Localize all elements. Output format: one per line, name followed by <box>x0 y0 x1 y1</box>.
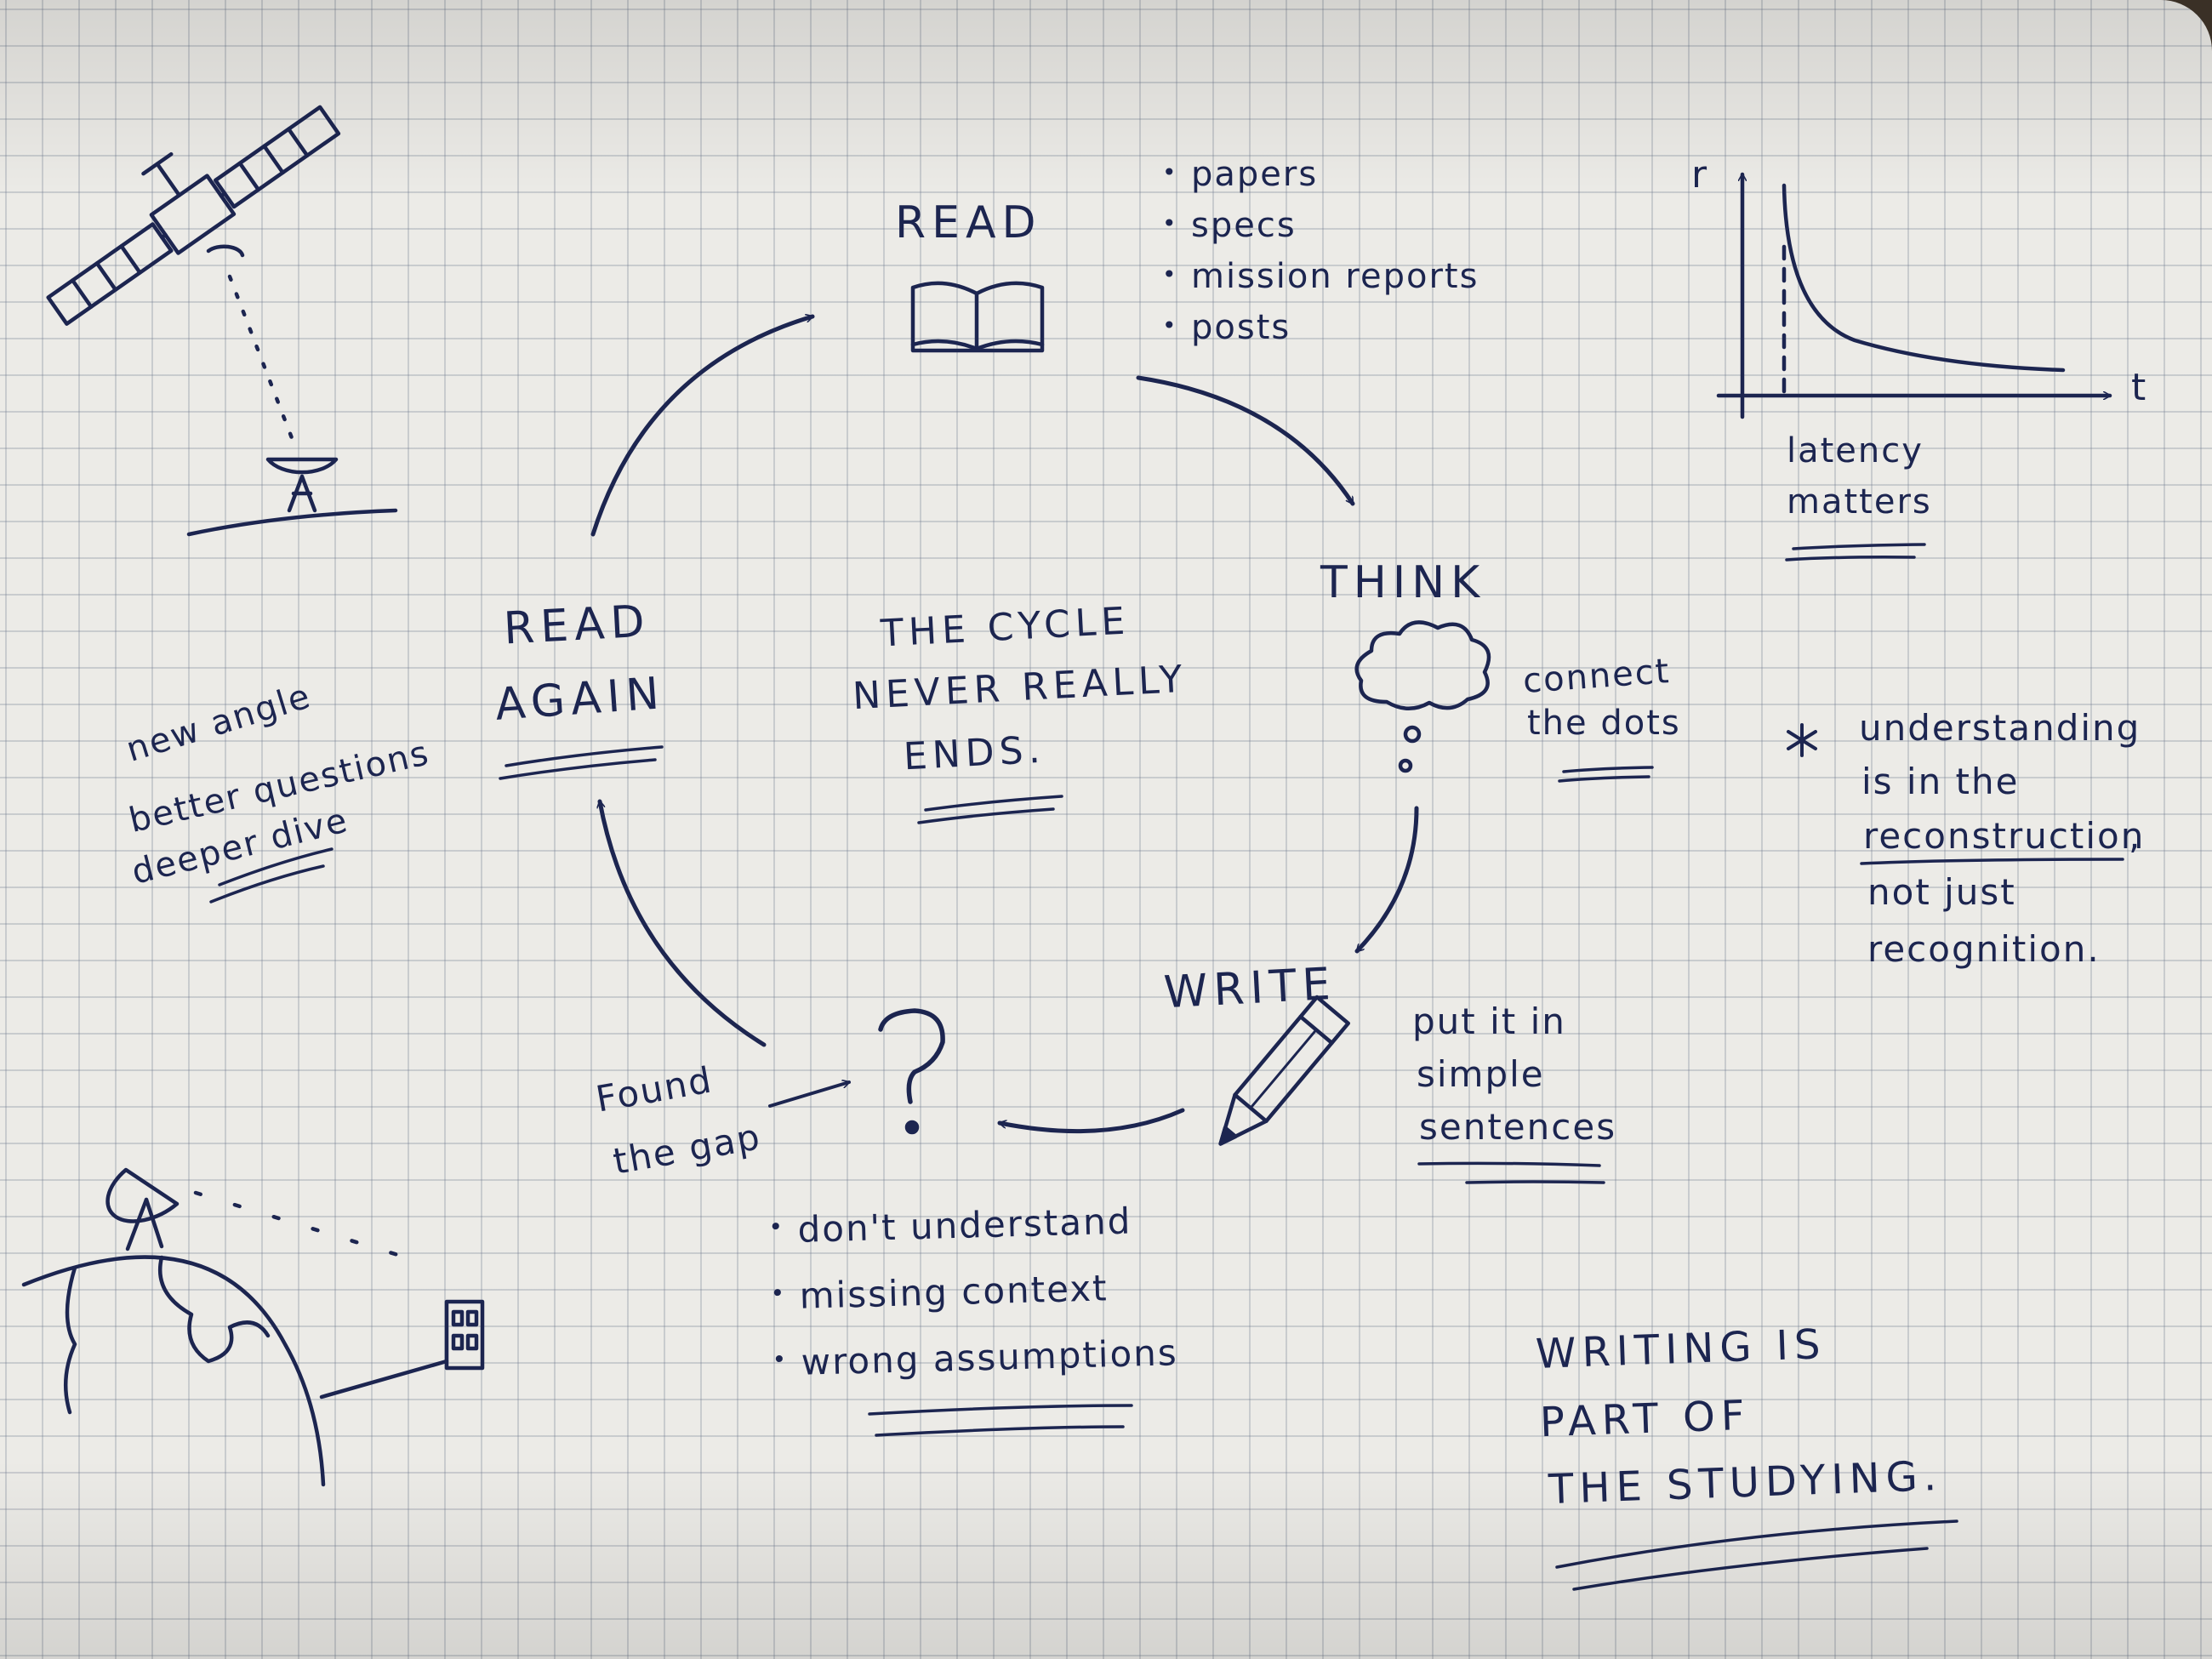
arrow-write-to-gap <box>997 1108 1185 1134</box>
list-item: don't understand <box>797 1199 1176 1275</box>
gap-reasons-list: don't understand missing context wrong a… <box>797 1199 1179 1408</box>
insight-line-3: reconstruction <box>1863 815 2146 857</box>
write-title: WRITE <box>1162 958 1337 1019</box>
conclusion-line-1: WRITING IS <box>1535 1320 1827 1378</box>
asterisk-icon <box>1787 723 1817 757</box>
insight-line-5: recognition. <box>1867 928 2101 970</box>
write-note-line-3: sentences <box>1419 1106 1617 1148</box>
list-item: wrong assumptions <box>801 1331 1179 1408</box>
list-item: posts <box>1162 308 1479 359</box>
arrow-read-to-think <box>1136 375 1355 506</box>
write-note-line-1: put it in <box>1412 1001 1566 1042</box>
pencil-icon <box>1218 995 1351 1146</box>
arrow-read-again-to-read <box>590 316 815 537</box>
think-title: THINK <box>1320 557 1486 608</box>
list-item: mission reports <box>1162 257 1479 308</box>
arrow-think-to-write <box>1354 806 1419 954</box>
question-mark-icon <box>878 1008 945 1135</box>
graph-caption-line-1: latency <box>1787 431 1924 470</box>
insight-line-1: understanding <box>1859 707 2141 749</box>
list-item: specs <box>1162 206 1479 257</box>
read-sources-list: papers specs mission reports posts <box>1162 155 1479 359</box>
list-item: missing context <box>799 1265 1177 1342</box>
latency-graph <box>1716 172 2112 419</box>
open-book-icon <box>910 281 1045 353</box>
signal-dotted-line <box>227 274 296 445</box>
graph-y-label: r <box>1691 153 1709 197</box>
earth-icon <box>21 1255 326 1487</box>
think-note-line-1: connect <box>1521 652 1672 701</box>
satellite-icon <box>46 105 341 326</box>
cycle-center-line-3: ENDS. <box>902 727 1046 779</box>
arrow-gap-to-read-again <box>600 799 767 1047</box>
graph-caption-line-2: matters <box>1787 482 1932 522</box>
insight-line-4: not just <box>1867 871 2016 913</box>
insight-comma: , <box>2129 815 2142 857</box>
arrow-found-gap <box>768 1082 851 1108</box>
think-note-line-2: the dots <box>1527 704 1681 743</box>
read-again-title-line-1: READ <box>502 596 653 655</box>
conclusion-line-2: PART OF <box>1539 1391 1752 1447</box>
building-icon <box>319 1299 485 1400</box>
read-title: READ <box>895 197 1042 248</box>
insight-line-2: is in the <box>1861 761 2020 802</box>
ground-antenna-icon <box>105 1167 428 1266</box>
ground-dish-icon <box>186 457 398 537</box>
graph-x-label: t <box>2131 366 2148 409</box>
list-item: papers <box>1162 155 1479 206</box>
write-note-line-2: simple <box>1417 1053 1545 1095</box>
thought-cloud-icon <box>1354 620 1491 773</box>
